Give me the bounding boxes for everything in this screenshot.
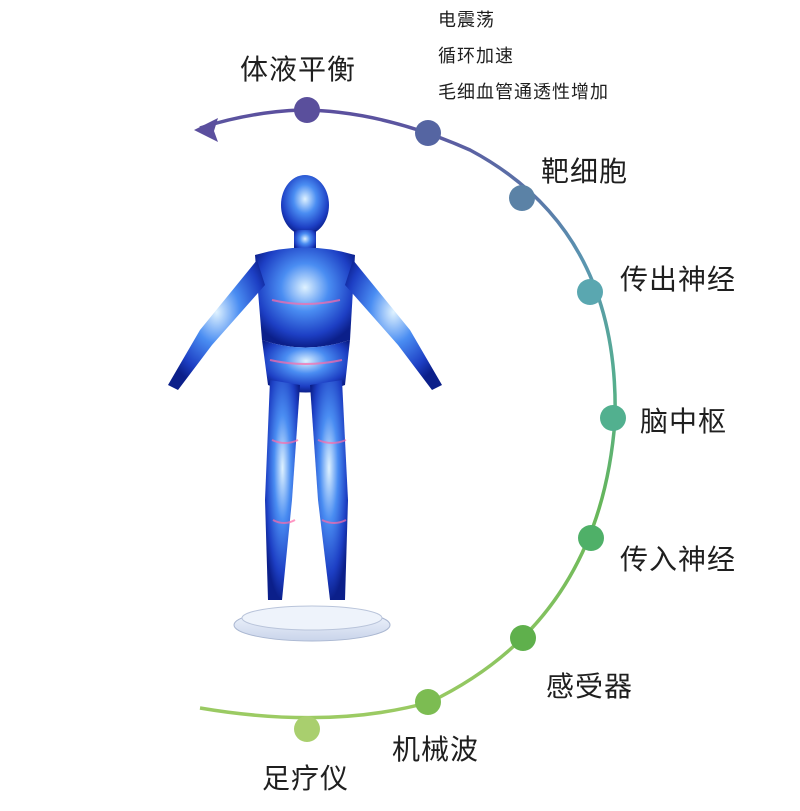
node-efferent-nerve — [577, 279, 603, 305]
label-mechanical-wave: 机械波 — [392, 733, 480, 766]
label-efferent-nerve: 传出神经 — [620, 263, 737, 296]
note-circulation-accelerated: 循环加速 — [438, 46, 514, 67]
label-afferent-nerve: 传入神经 — [620, 543, 737, 576]
node-brain-center — [600, 405, 626, 431]
node-circulation — [415, 120, 441, 146]
label-foot-therapy: 足疗仪 — [262, 762, 350, 795]
node-afferent-nerve — [578, 525, 604, 551]
node-target-cell — [509, 185, 535, 211]
label-target-cell: 靶细胞 — [541, 155, 629, 188]
node-foot-therapy — [294, 716, 320, 742]
label-receptor: 感受器 — [546, 670, 634, 703]
node-receptor — [510, 625, 536, 651]
node-fluid-balance — [294, 97, 320, 123]
note-capillary-permeability: 毛细血管通透性增加 — [438, 82, 609, 103]
label-fluid-balance: 体液平衡 — [240, 53, 357, 86]
note-electric-oscillation: 电震荡 — [438, 10, 495, 31]
arrow-head-icon — [194, 118, 218, 142]
label-brain-center: 脑中枢 — [640, 405, 728, 438]
node-mechanical-wave — [415, 689, 441, 715]
human-figure — [168, 175, 442, 642]
